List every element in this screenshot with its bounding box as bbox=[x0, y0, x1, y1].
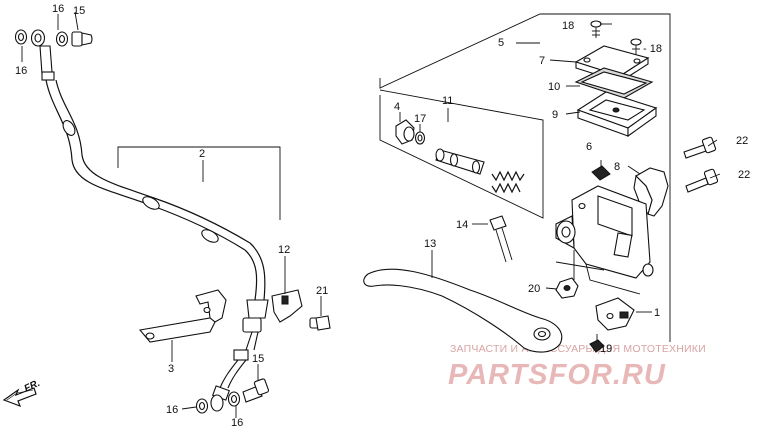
cover-screw-top bbox=[590, 20, 602, 38]
brake-lever bbox=[363, 268, 563, 353]
top-banjo-bolt bbox=[71, 31, 93, 47]
pivot-bolt bbox=[489, 215, 513, 263]
diaphragm-plate bbox=[574, 67, 654, 99]
cover-screw-right bbox=[630, 38, 642, 56]
callout-6: 6 bbox=[586, 141, 592, 153]
callout-21: 21 bbox=[316, 285, 328, 297]
top-banjo-fitting bbox=[30, 29, 46, 47]
callout-7: 7 bbox=[539, 55, 545, 67]
watermark-caption: ЗАПЧАСТИ И АКСЕССУАРЫ ДЛЯ МОТОТЕХНИКИ bbox=[450, 343, 706, 355]
piston bbox=[435, 148, 485, 175]
master-cylinder-group bbox=[363, 13, 721, 353]
callout-9: 9 bbox=[552, 109, 558, 121]
callout-15-top: 15 bbox=[73, 5, 85, 17]
watermark: ЗАПЧАСТИ И АКСЕССУАРЫ ДЛЯ МОТОТЕХНИКИ PA… bbox=[448, 343, 706, 391]
callout-11: 11 bbox=[442, 95, 453, 107]
handlebar-holder bbox=[633, 167, 669, 217]
callout-17: 17 bbox=[414, 113, 426, 125]
callout-19: 19 bbox=[600, 343, 612, 355]
callout-16-bottom-right: 16 bbox=[231, 417, 243, 429]
piston-boot bbox=[395, 119, 415, 145]
pivot-nut bbox=[555, 277, 579, 299]
front-arrow-icon bbox=[2, 387, 37, 408]
callout-labels: 16 15 16 2 12 21 3 15 16 16 18 5 - 18 7 … bbox=[15, 3, 750, 429]
callout-18-top: 18 bbox=[562, 20, 574, 32]
hose-clip bbox=[271, 289, 303, 323]
front-direction-indicator: FR. bbox=[2, 378, 42, 408]
callout-22-lower: 22 bbox=[738, 169, 750, 181]
piston-spring bbox=[491, 170, 525, 194]
hose-bracket bbox=[138, 289, 227, 343]
callout-12: 12 bbox=[278, 244, 290, 256]
master-cylinder-body bbox=[555, 185, 654, 295]
bottom-washer-right bbox=[227, 391, 241, 407]
snap-ring bbox=[414, 131, 426, 145]
watermark-brand: PARTSFOR.RU bbox=[448, 359, 666, 391]
callout-18-right: - 18 bbox=[643, 43, 662, 55]
holder-bolt-lower bbox=[685, 168, 719, 193]
bracket-bolt bbox=[309, 315, 331, 331]
callout-1: 1 bbox=[654, 307, 660, 319]
front-direction-label: FR. bbox=[23, 378, 42, 395]
callout-16-bottom: 16 bbox=[166, 404, 178, 416]
bottom-banjo-fitting bbox=[210, 394, 224, 412]
callout-4: 4 bbox=[394, 101, 400, 113]
top-washer-right bbox=[55, 31, 69, 47]
bottom-banjo-bolt bbox=[242, 378, 270, 403]
callout-8: 8 bbox=[614, 161, 620, 173]
callout-2: 2 bbox=[199, 148, 205, 160]
callout-5: 5 bbox=[498, 37, 504, 49]
switch-screw bbox=[589, 334, 605, 353]
callout-22-upper: 22 bbox=[736, 135, 748, 147]
bleeder-screw bbox=[591, 160, 611, 181]
brake-light-switch bbox=[595, 297, 635, 331]
callout-16-top: 16 bbox=[52, 3, 64, 15]
bottom-washer-left bbox=[195, 398, 209, 414]
brake-hose-group bbox=[14, 11, 331, 418]
callout-15-bottom: 15 bbox=[252, 353, 264, 365]
callout-16-left: 16 bbox=[15, 65, 27, 77]
holder-bolt-upper bbox=[683, 136, 717, 159]
callout-20: 20 bbox=[528, 283, 540, 295]
callout-3: 3 bbox=[168, 363, 174, 375]
callout-14: 14 bbox=[456, 219, 468, 231]
callout-13: 13 bbox=[424, 238, 436, 250]
callout-10: 10 bbox=[548, 81, 560, 93]
diaphragm bbox=[576, 91, 658, 138]
top-washer-left bbox=[14, 29, 28, 45]
